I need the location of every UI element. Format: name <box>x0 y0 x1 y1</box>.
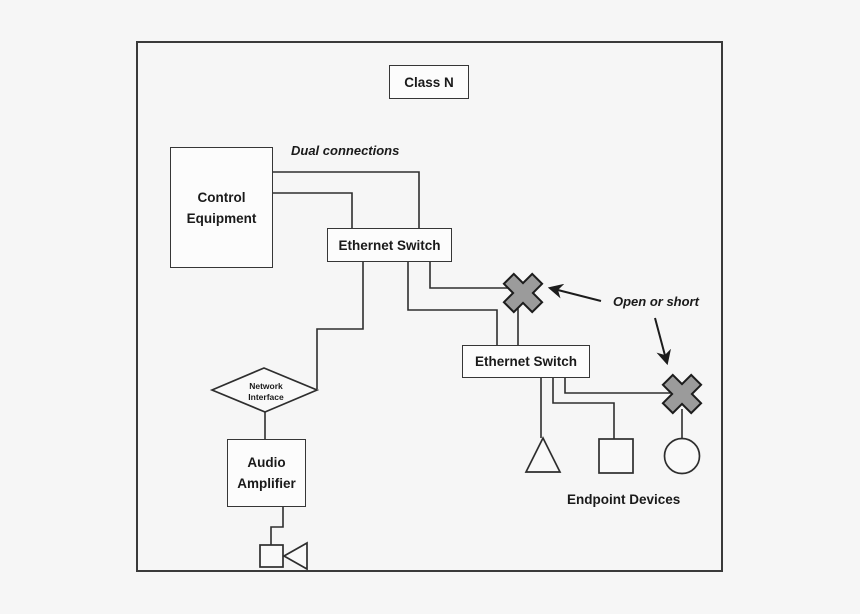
wire-switch1-to-network-interface <box>316 262 364 389</box>
loudspeaker-icon <box>259 541 308 571</box>
ethernet-switch-bottom-box: Ethernet Switch <box>462 345 590 378</box>
class-n-boundary-frame <box>136 41 723 572</box>
class-n-title-box: Class N <box>389 65 469 99</box>
wire-control-to-switch1-b <box>273 192 353 228</box>
arrow-to-upper-fault-icon <box>547 283 602 302</box>
open-or-short-label: Open or short <box>613 294 699 309</box>
control-equipment-label-line2: Equipment <box>186 210 257 226</box>
wire-control-to-switch1-a <box>273 171 420 228</box>
audio-amplifier-box: Audio Amplifier <box>227 439 306 507</box>
dual-connections-label: Dual connections <box>291 143 400 158</box>
network-interface-diamond <box>209 367 320 413</box>
wire-switch1-to-fault-upper <box>429 262 512 289</box>
class-n-label: Class N <box>404 74 454 90</box>
fault-x-upper-icon <box>502 272 544 314</box>
arrow-to-lower-fault-icon <box>654 317 671 366</box>
network-interface-label-line1: Network <box>249 381 283 391</box>
endpoint-square-icon <box>598 438 634 474</box>
ethernet-switch-top-box: Ethernet Switch <box>327 228 452 262</box>
audio-amplifier-label-line2: Amplifier <box>237 476 296 491</box>
endpoint-devices-label: Endpoint Devices <box>567 492 681 507</box>
wire-switch2-to-fault-lower <box>564 378 670 394</box>
ethernet-switch-top-label: Ethernet Switch <box>338 237 441 253</box>
endpoint-circle-icon <box>663 437 701 475</box>
fault-x-lower-icon <box>661 373 703 415</box>
audio-amplifier-label-line1: Audio <box>247 455 286 470</box>
wire-switch1-to-switch2 <box>407 262 498 345</box>
wire-switch2-to-square <box>552 378 615 439</box>
ethernet-switch-bottom-label: Ethernet Switch <box>474 354 577 369</box>
network-interface-label-line2: Interface <box>248 391 284 402</box>
wire-amplifier-to-speaker <box>270 507 284 545</box>
control-equipment-box: Control Equipment <box>170 147 273 268</box>
network-interface-label: Network Interface <box>220 381 312 402</box>
control-equipment-label-line1: Control <box>197 189 246 205</box>
endpoint-triangle-icon <box>524 436 562 473</box>
